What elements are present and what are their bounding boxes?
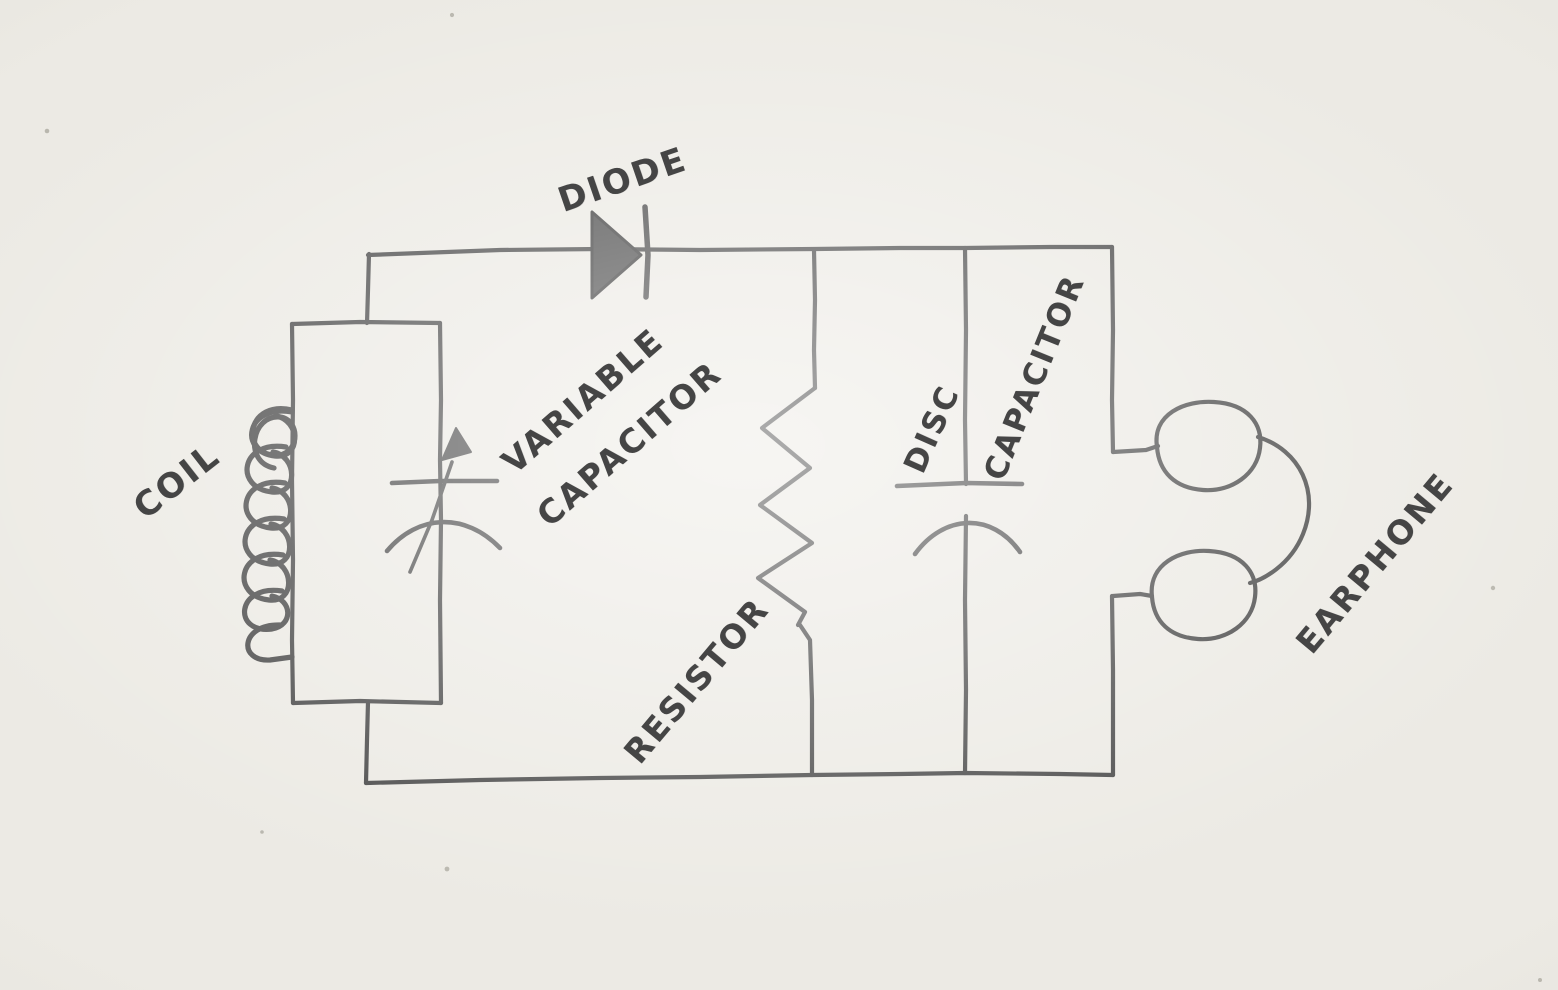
wire-disccap-top-lead [962,245,969,487]
variable-capacitor-arrow-shaft [408,460,454,574]
wire-coilbox-right [437,320,444,706]
disc-capacitor-top-plate [894,480,1025,489]
wire-right-riser-upper [1109,244,1116,455]
variable-capacitor-symbol [384,427,503,574]
diode-triangle [590,210,643,300]
wire-network [289,244,1161,786]
earphone-cup-upper [1154,399,1263,493]
wire-left-drop [363,699,371,786]
earphone-symbol [1149,399,1312,642]
wire-resistor-top-lead [811,247,818,391]
wire-resistor-bottom-lead [797,622,815,778]
earphone-cup-lower [1149,548,1258,642]
resistor-symbol [755,385,818,628]
resistor-zigzag [755,385,818,628]
wire-earphone-lead-lower [1110,591,1155,599]
diode-cathode-bar [642,204,651,300]
paper-specks [44,12,1542,982]
wire-coilbox-top [289,319,443,327]
variable-capacitor-bottom-plate [384,519,503,554]
diode-symbol [590,204,651,300]
wire-disccap-bottom-lead [962,513,969,776]
wire-right-riser-lower [1109,593,1116,778]
wire-bottom-rail [363,770,1116,786]
coil-symbol [241,406,298,663]
wire-earphone-lead-upper [1110,443,1161,455]
variable-capacitor-arrowhead [441,427,472,461]
wire-left-riser [364,251,372,326]
wire-top-rail [365,244,1115,258]
disc-capacitor-symbol [894,480,1025,557]
